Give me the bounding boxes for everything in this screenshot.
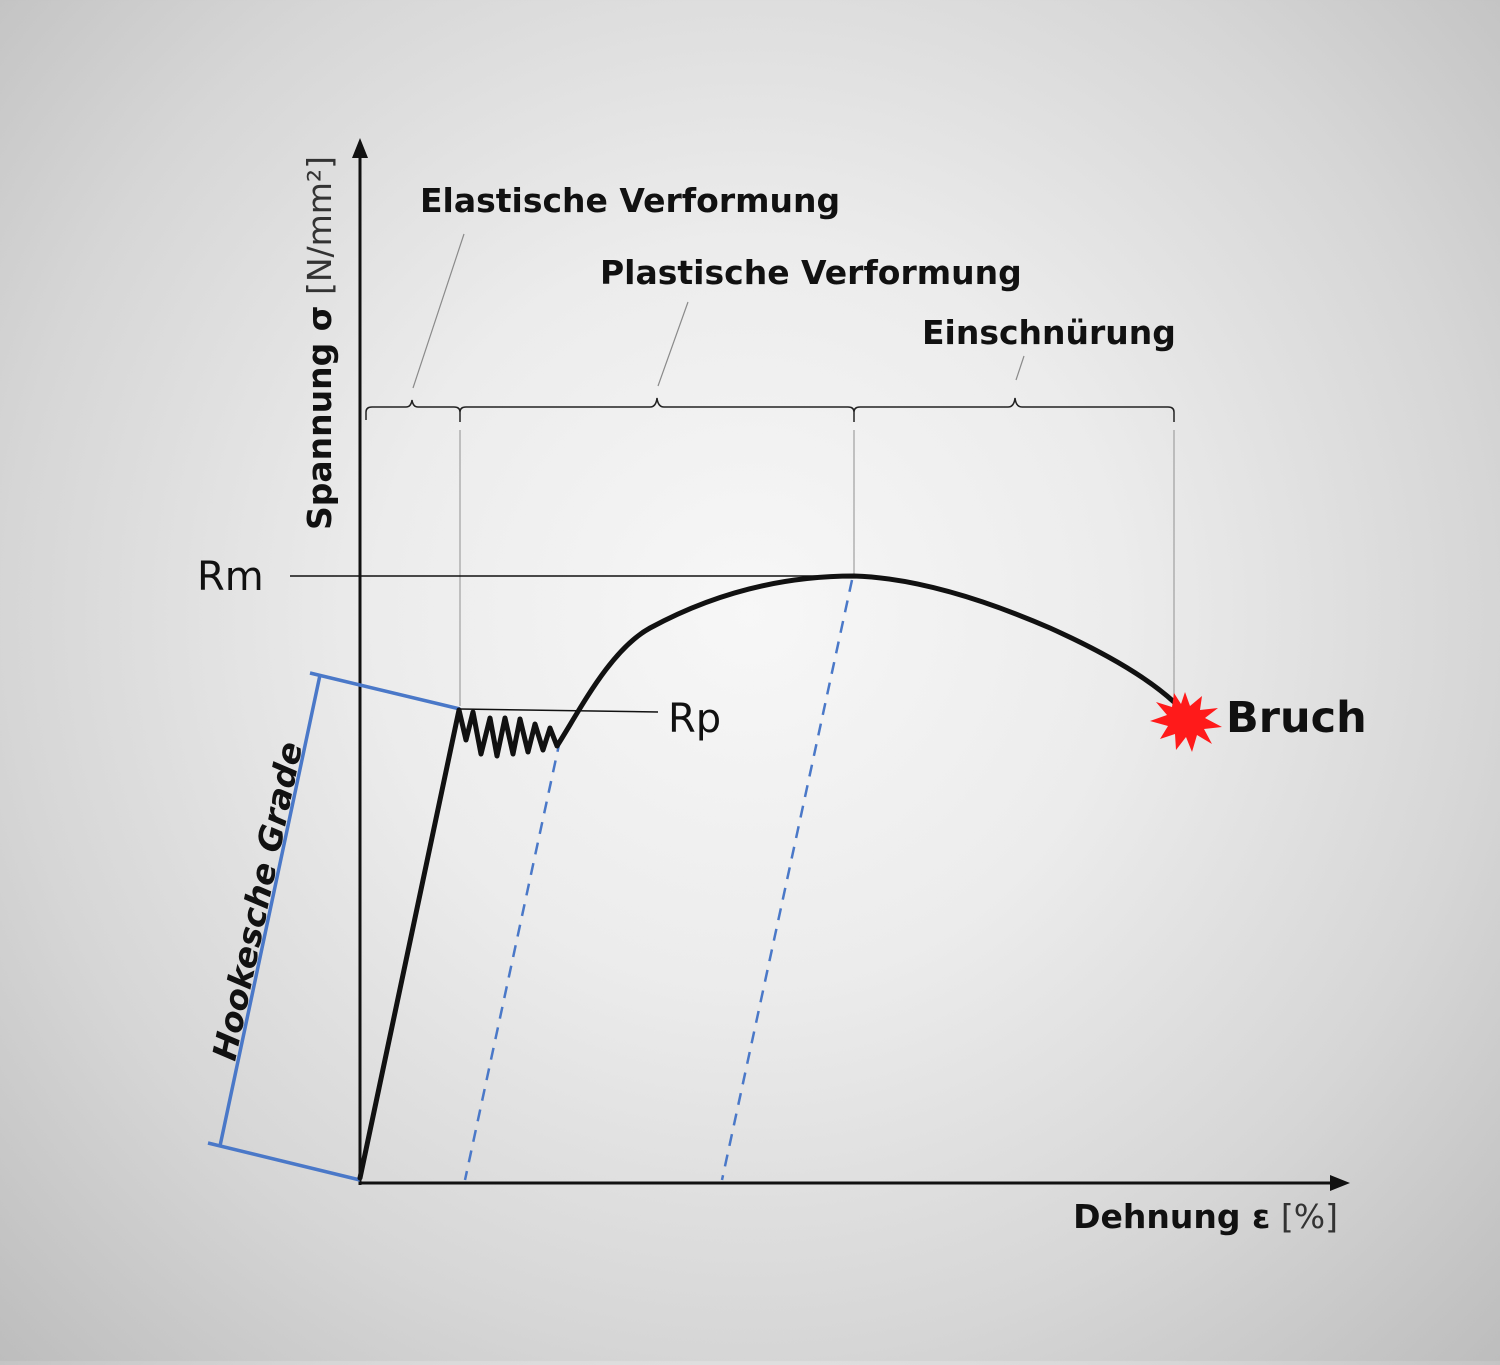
hooke-top-line <box>309 671 461 711</box>
x-axis-label-bold: Dehnung ε <box>1073 1197 1270 1236</box>
x-axis-label-unit: [%] <box>1270 1197 1338 1236</box>
fracture-star-icon <box>1150 692 1222 752</box>
fracture-label: Bruch <box>1226 693 1367 743</box>
rp-line <box>459 708 659 713</box>
dashed-line-2 <box>720 579 854 1181</box>
y-axis-label: Spannung σ [N/mm²] <box>300 156 339 530</box>
hooke-side-line <box>218 674 322 1147</box>
y-axis-label-bold: Spannung σ <box>300 306 339 530</box>
elastic-label: Elastische Verformung <box>420 181 840 220</box>
rp-label: Rp <box>668 696 721 742</box>
x-axis-label: Dehnung ε [%] <box>1073 1197 1338 1236</box>
hooke-label: Hookesche Grade <box>205 738 311 1063</box>
hooke-bottom-line <box>207 1141 361 1182</box>
necking-label: Einschnürung <box>922 313 1176 352</box>
elastic-leader <box>412 233 465 389</box>
plastic-label: Plastische Verformung <box>600 253 1022 292</box>
y-axis-arrow <box>352 138 368 158</box>
dashed-line-1 <box>463 739 562 1181</box>
region-brace <box>365 397 1175 422</box>
y-axis-label-unit: [N/mm²] <box>300 156 339 306</box>
x-axis-arrow <box>1330 1175 1350 1191</box>
plastic-leader <box>657 301 689 387</box>
necking-leader <box>1015 355 1025 381</box>
stress-strain-curve <box>357 573 1177 1181</box>
rm-label: Rm <box>197 554 264 600</box>
